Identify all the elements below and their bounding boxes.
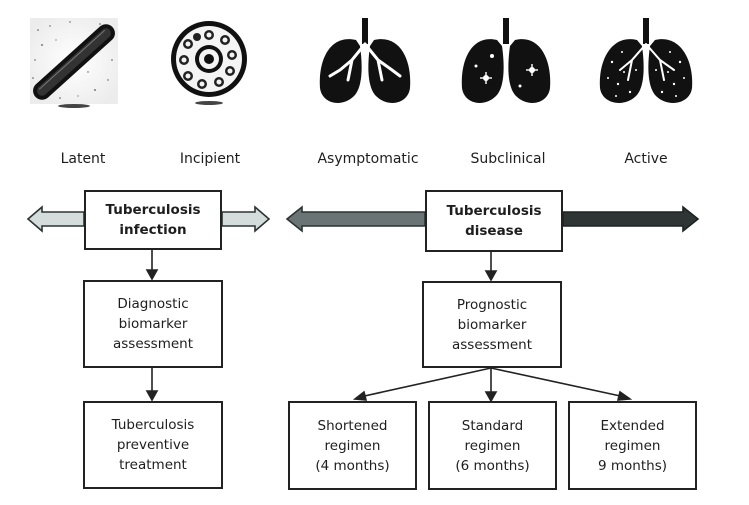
tuberculosis-infection-box: Tuberculosis infection xyxy=(84,190,222,250)
box-line: disease xyxy=(465,223,523,239)
lungs-spotted-icon xyxy=(599,18,693,103)
box-line: assessment xyxy=(112,336,194,352)
box-line: Shortened xyxy=(317,417,388,434)
prognostic-biomarker-box: Prognostic biomarker assessment xyxy=(422,281,562,368)
lungs-healthy-icon xyxy=(319,18,411,103)
extended-regimen-box: Extended regimen 9 months) xyxy=(568,401,697,490)
box-line: biomarker xyxy=(457,316,527,333)
box-line: Tuberculosis xyxy=(105,202,201,218)
stage-label-subclinical: Subclinical xyxy=(470,151,546,167)
stage-label-asymptomatic: Asymptomatic xyxy=(317,151,419,167)
shortened-regimen-box: Shortened regimen (4 months) xyxy=(288,401,417,490)
connectors xyxy=(145,250,633,403)
standard-regimen-box: Standard regimen (6 months) xyxy=(428,401,557,490)
stage-label-latent: Latent xyxy=(60,151,106,167)
granuloma-cell-icon xyxy=(171,21,247,105)
preventive-treatment-box: Tuberculosis preventive treatment xyxy=(83,401,223,489)
box-line: infection xyxy=(119,222,187,238)
box-line: (4 months) xyxy=(315,457,390,474)
box-line: 9 months) xyxy=(598,457,667,474)
box-line: regimen xyxy=(324,437,381,454)
tuberculosis-disease-box: Tuberculosis disease xyxy=(425,190,563,252)
box-line: Prognostic xyxy=(456,296,528,313)
box-line: preventive xyxy=(116,437,190,453)
lungs-lesions-icon xyxy=(461,18,551,103)
box-line: regimen xyxy=(604,437,661,454)
box-line: Tuberculosis xyxy=(446,203,542,219)
stage-label-incipient: Incipient xyxy=(179,151,241,167)
box-line: treatment xyxy=(119,457,187,473)
diagnostic-biomarker-box: Diagnostic biomarker assessment xyxy=(83,280,223,368)
box-line: Standard xyxy=(461,417,524,434)
disease-spectrum-arrow xyxy=(285,205,700,233)
stage-label-active: Active xyxy=(624,151,668,167)
box-line: Diagnostic xyxy=(117,296,189,312)
bacillus-icon xyxy=(30,18,118,108)
box-line: (6 months) xyxy=(455,457,530,474)
box-line: Extended xyxy=(600,417,665,434)
box-line: biomarker xyxy=(118,316,188,332)
box-line: regimen xyxy=(464,437,521,454)
box-line: assessment xyxy=(451,336,533,353)
box-line: Tuberculosis xyxy=(111,417,195,433)
infection-spectrum-arrow xyxy=(26,205,271,233)
